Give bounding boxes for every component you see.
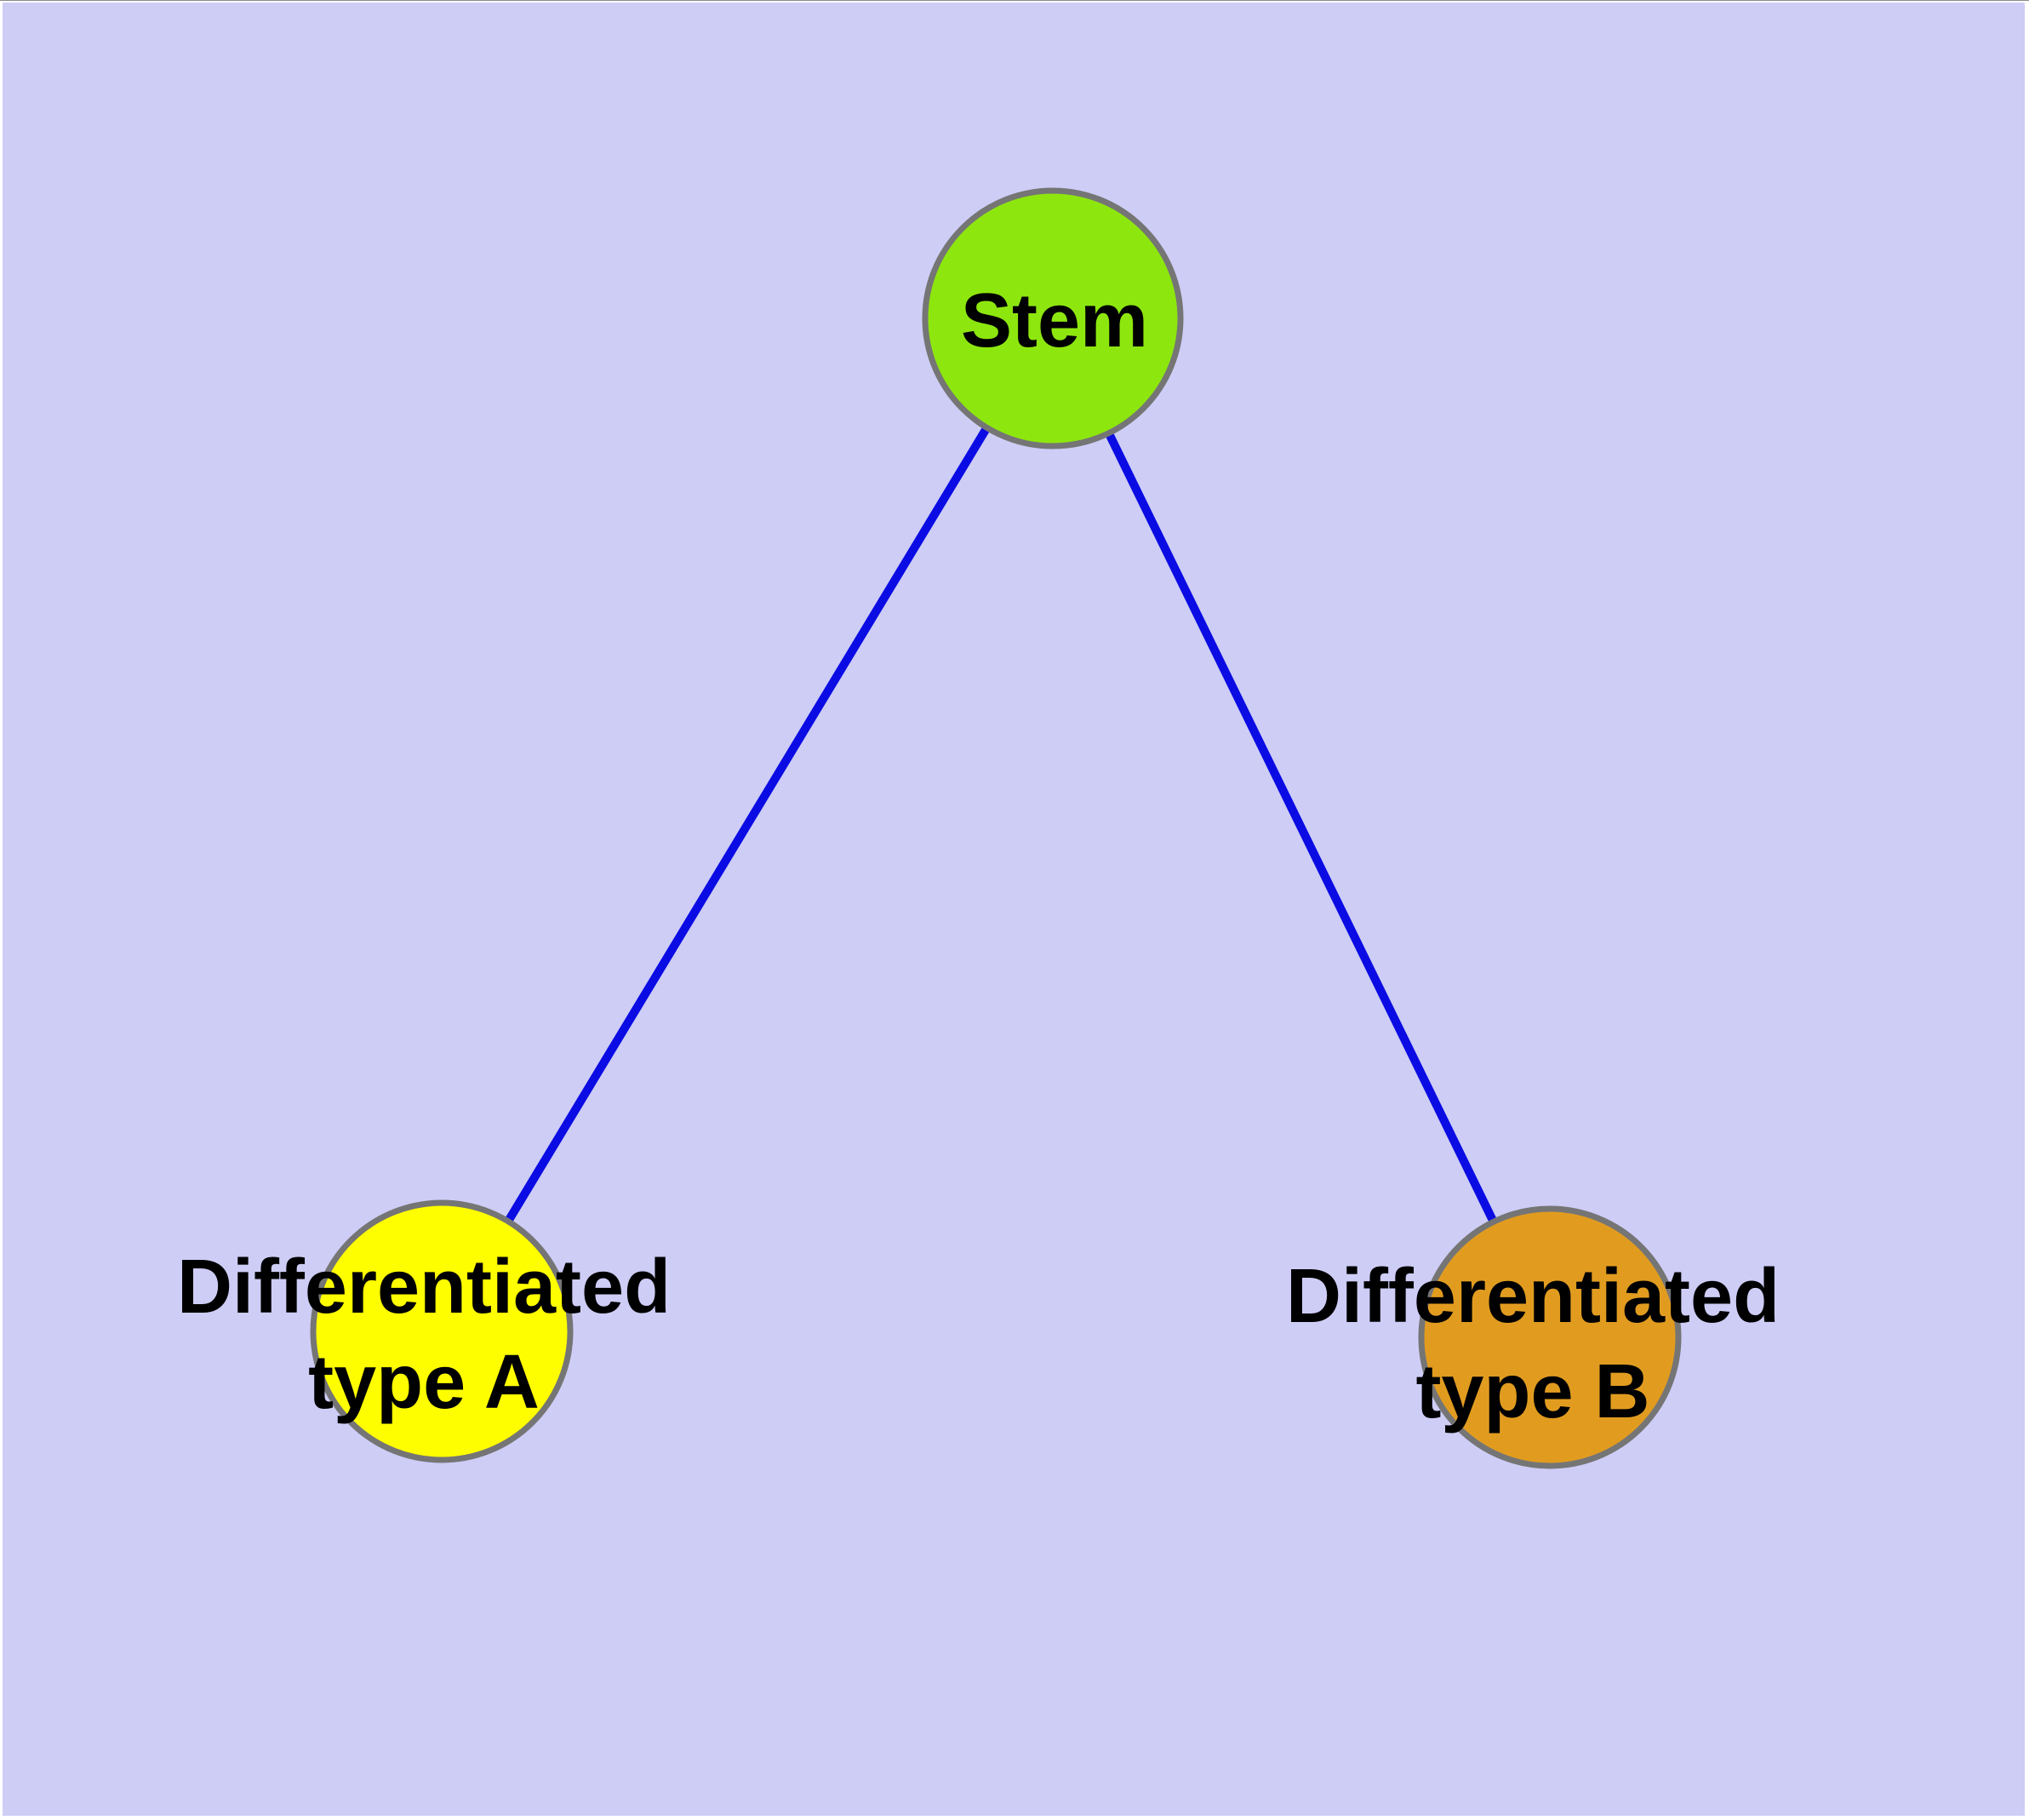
page-top-border <box>0 0 2029 1</box>
edge-stem-to-differentiated-type-b <box>1049 316 1554 1340</box>
node-circle-stem <box>922 187 1184 449</box>
node-circle-differentiated-type-a <box>310 1199 574 1463</box>
edge-stem-to-differentiated-type-a <box>437 316 1057 1334</box>
node-circle-differentiated-type-b <box>1418 1205 1682 1469</box>
